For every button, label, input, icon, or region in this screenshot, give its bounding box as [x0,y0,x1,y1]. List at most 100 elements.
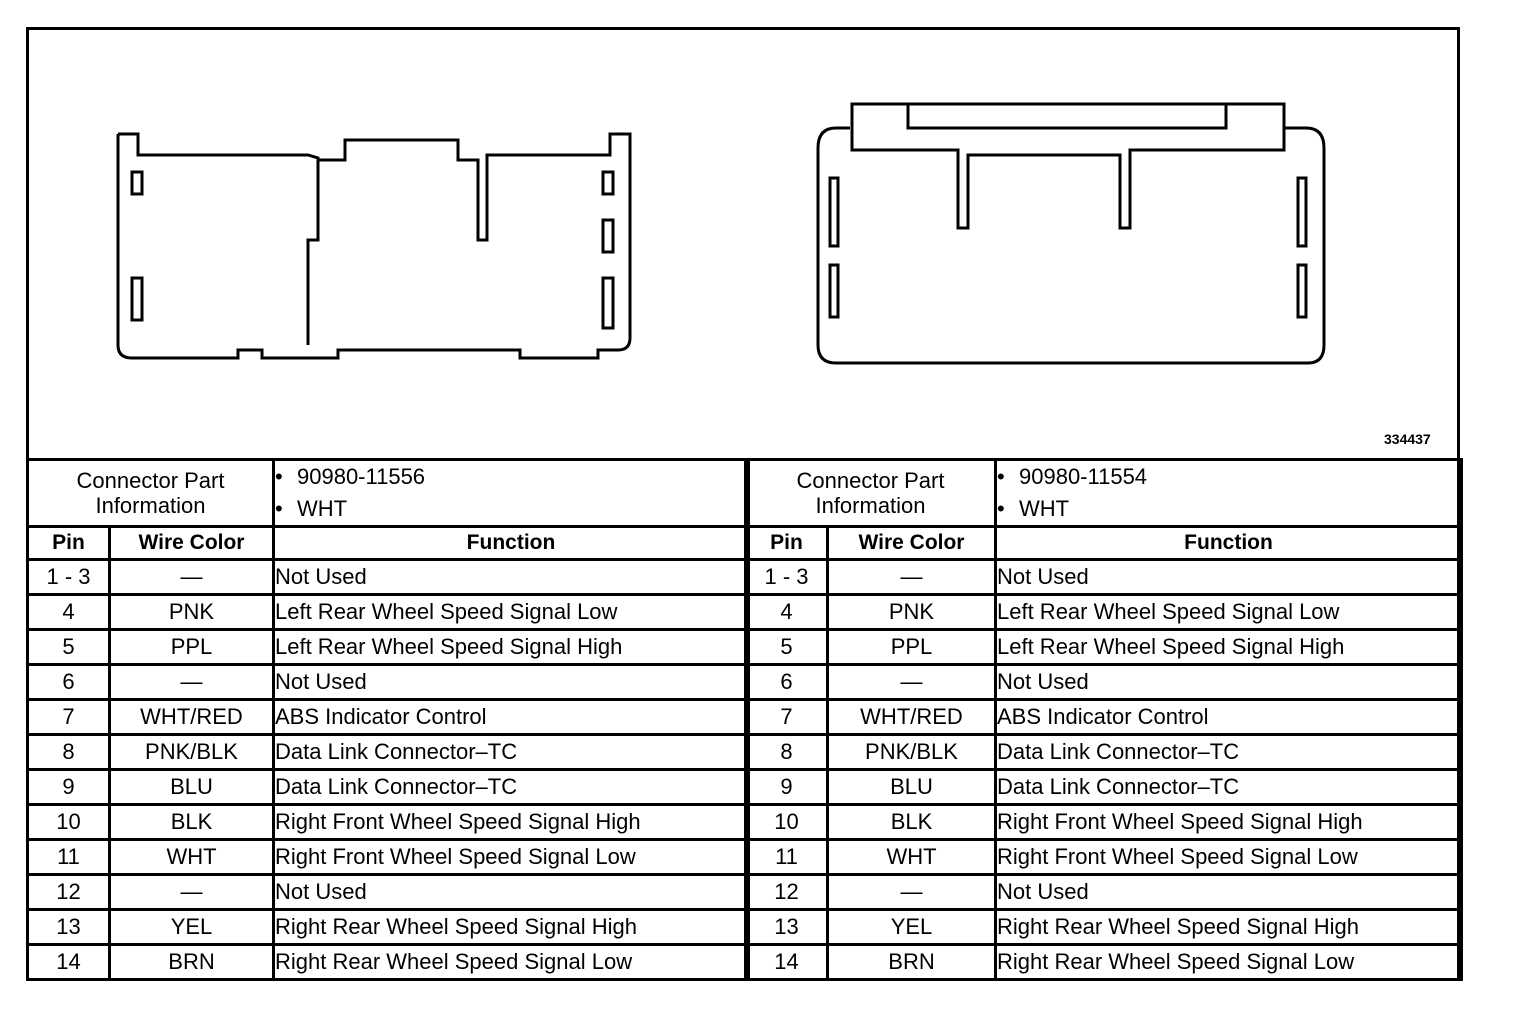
table-row: 12—Not Used [744,873,1463,911]
pin-number: 9 [276,0,290,6]
function-cell: Right Rear Wheel Speed Signal High [272,908,750,946]
table-row: 12—Not Used [26,873,750,911]
wire-color-cell: WHT/RED [108,698,275,736]
pin-cell: 14 [26,943,111,981]
pin-number: 9 [1038,0,1052,6]
pin-cavity: 11 [323,0,371,6]
pin-number: 10 [989,0,1037,6]
function-cell: Not Used [272,663,750,701]
pin-number: 14 [861,0,909,6]
pin-number: 5 [878,0,892,6]
wire-color-cell: BRN [108,943,275,981]
pin-number: 12 [355,0,403,6]
pin-cavity: 14 [861,0,909,6]
header-function: Function [272,525,750,561]
pin-cavity: 13 [893,0,941,6]
wire-color-cell: PPL [108,628,275,666]
wire-color-cell: — [826,663,997,701]
connector-color: WHT [297,496,348,521]
pin-number: 1 [180,0,194,6]
pin-cavity: 8 [1070,0,1084,6]
wire-color-cell: — [108,558,275,596]
wire-color-cell: — [108,873,275,911]
pin-number: 5 [574,0,588,6]
connector-color: WHT [1019,496,1070,521]
connector-diagrams: 1234567891011121314 5432114131211109876 … [0,0,1520,460]
table-row: 1 - 3—Not Used [744,558,1463,596]
header-wire-color: Wire Color [108,525,275,561]
wire-color-cell: BRN [826,943,997,981]
pin-number: 10 [291,0,339,6]
function-cell: Right Front Wheel Speed Signal Low [272,838,750,876]
pin-cell: 9 [26,768,111,806]
connector-drawing: 1234567891011121314 5432114131211109876 [116,0,1326,365]
wire-color-cell: PPL [826,628,997,666]
pin-cell: 1 - 3 [26,558,111,596]
wire-color-cell: WHT [108,838,275,876]
connector-info-label: Connector Part Information [26,458,275,528]
header-row: Pin Wire Color Function [26,525,750,561]
table-row: 6—Not Used [744,663,1463,701]
pin-cavity: 14 [419,0,467,6]
pin-cavity: 9 [1038,0,1052,6]
function-cell: Not Used [272,558,750,596]
function-cell: Not Used [994,663,1463,701]
pin-cavity: 11 [957,0,1005,6]
pin-cavity: 4 [525,0,539,6]
left-connector-pins: 1234567891011121314 [180,0,588,6]
pin-cell: 4 [26,593,111,631]
pin-number: 11 [957,0,1005,6]
pin-cavity: 9 [276,0,290,6]
reference-number: 334437 [1384,431,1431,447]
pin-cavity: 4 [926,0,940,6]
function-cell: Right Front Wheel Speed Signal Low [994,838,1463,876]
pin-cavity: 6 [1134,0,1148,6]
function-cell: Left Rear Wheel Speed Signal Low [272,593,750,631]
info-row: Connector Part Information •90980-11556 … [26,458,750,528]
pin-cavity: 10 [291,0,339,6]
pin-cavity: 3 [1169,0,1183,6]
function-cell: Right Rear Wheel Speed Signal Low [272,943,750,981]
pin-cavity: 2 [229,0,243,6]
pin-cavity: 10 [989,0,1037,6]
pin-cell: 1 - 3 [744,558,829,596]
header-pin: Pin [744,525,829,561]
function-cell: Right Rear Wheel Speed Signal High [994,908,1463,946]
function-cell: Left Rear Wheel Speed Signal High [272,628,750,666]
pin-cavity: 12 [925,0,973,6]
wire-color-cell: — [826,558,997,596]
wire-color-cell: WHT/RED [826,698,997,736]
function-cell: Not Used [994,558,1463,596]
wire-color-cell: BLU [108,768,275,806]
header-pin: Pin [26,525,111,561]
pin-cavity: 6 [180,0,194,6]
wire-color-cell: BLK [826,803,997,841]
pin-cell: 12 [744,873,829,911]
wire-color-cell: YEL [826,908,997,946]
function-cell: Left Rear Wheel Speed Signal Low [994,593,1463,631]
function-cell: Not Used [272,873,750,911]
pin-cell: 6 [744,663,829,701]
pin-number: 2 [229,0,243,6]
pin-cell: 5 [26,628,111,666]
pin-number: 8 [1070,0,1084,6]
wire-color-cell: YEL [108,908,275,946]
pin-cell: 14 [744,943,829,981]
pin-number: 4 [525,0,539,6]
connector-info-values: •90980-11554 •WHT [994,458,1463,528]
pin-cell: 8 [744,733,829,771]
pin-cavity: 5 [574,0,588,6]
pin-number: 1 [1267,0,1281,6]
function-cell: ABS Indicator Control [272,698,750,736]
info-row: Connector Part Information •90980-11554 … [744,458,1463,528]
